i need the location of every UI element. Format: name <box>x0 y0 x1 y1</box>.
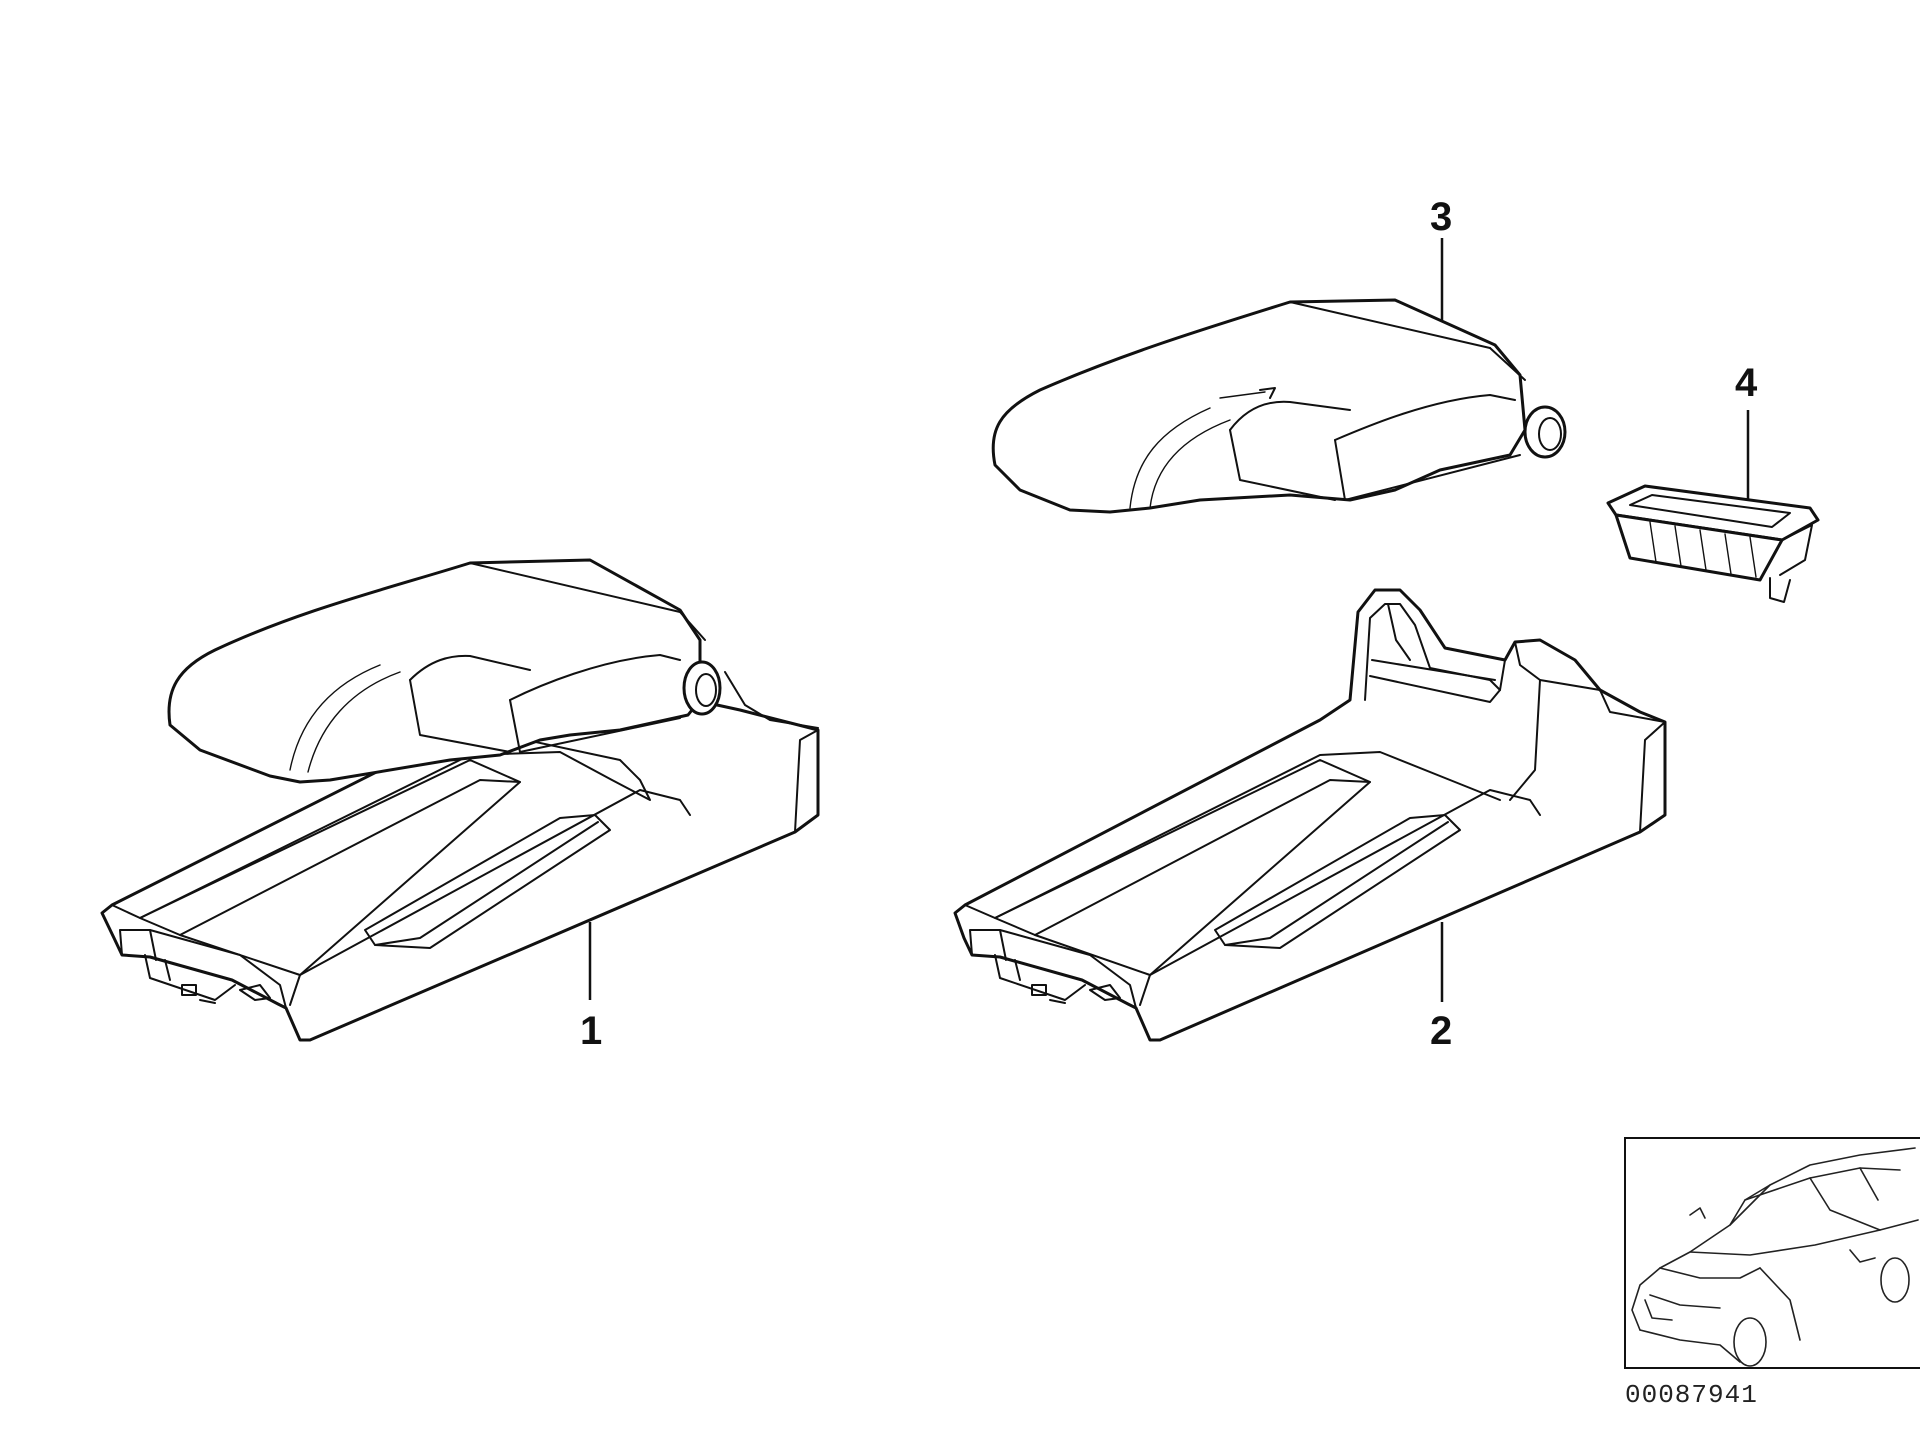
part-4-insert-tray <box>1606 484 1820 603</box>
part-1-console-with-armrest <box>100 558 820 1042</box>
part-2-console-base <box>953 588 1667 1042</box>
reference-number: 00087941 <box>1625 1380 1758 1410</box>
part-1-armrest-lid <box>167 558 702 784</box>
part-4-tray-body <box>1614 513 1784 582</box>
callout-1: 1 <box>580 1009 602 1053</box>
car-overview-icon <box>1624 1137 1920 1369</box>
inset-frame <box>1624 1137 1920 1369</box>
callout-4: 4 <box>1735 361 1758 405</box>
callout-3: 3 <box>1430 195 1452 239</box>
part-3-armrest-lid <box>991 298 1567 514</box>
part-1-hinge <box>682 660 722 716</box>
callout-2: 2 <box>1430 1009 1452 1053</box>
part-2-console-body <box>953 588 1667 1042</box>
